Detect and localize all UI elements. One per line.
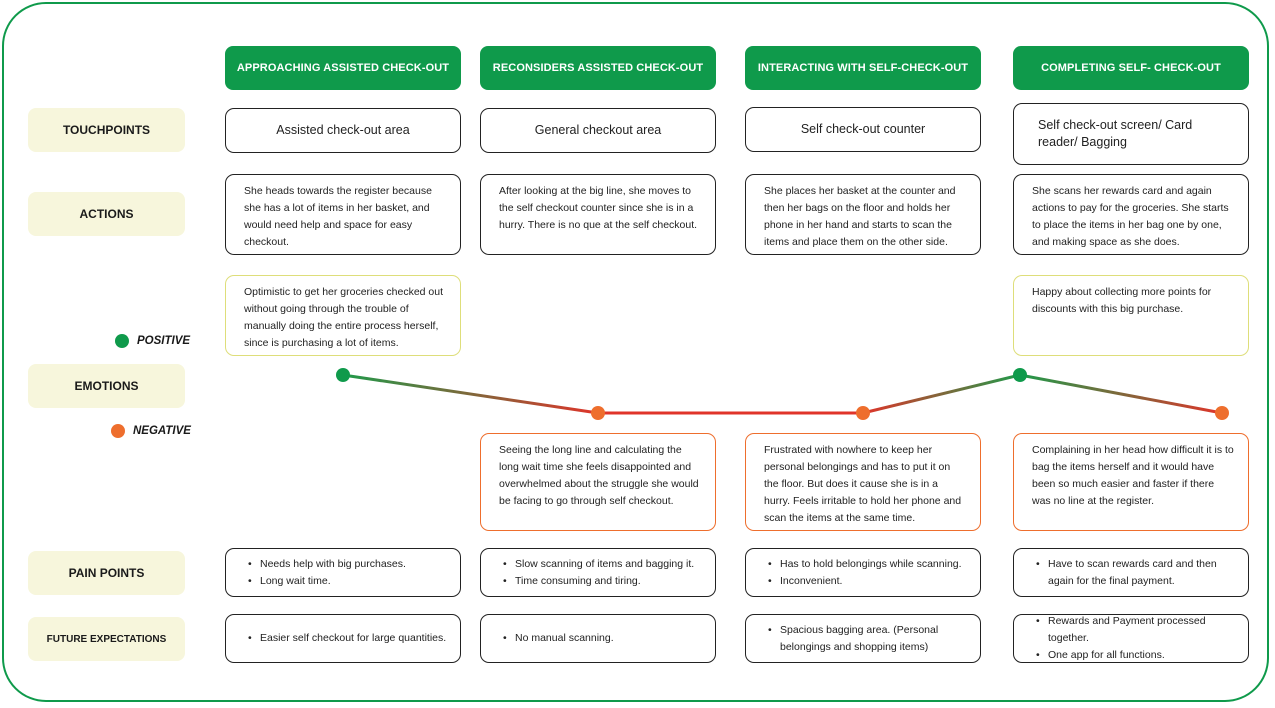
future-list-3: Spacious bagging area. (Personal belongi… <box>762 622 970 656</box>
emotion-negative-text-3: Frustrated with nowhere to keep her pers… <box>764 444 962 524</box>
touchpoint-card-4: Self check-out screen/ Card reader/ Bagg… <box>1013 103 1249 165</box>
pain-points-card-4: Have to scan rewards card and then again… <box>1013 548 1249 597</box>
action-card-2: After looking at the big line, she moves… <box>480 174 716 255</box>
action-text-3: She places her basket at the counter and… <box>764 185 956 248</box>
touchpoint-card-2: General checkout area <box>480 108 716 153</box>
emotion-positive-text-4: Happy about collecting more points for d… <box>1032 286 1212 315</box>
negative-dot-icon <box>111 424 125 438</box>
future-list-1: Easier self checkout for large quantitie… <box>242 630 446 647</box>
list-item: One app for all functions. <box>1036 647 1238 664</box>
emotion-negative-text-2: Seeing the long line and calculating the… <box>499 444 699 507</box>
emotion-curve-segment <box>342 373 599 415</box>
legend-positive-label: POSITIVE <box>137 335 191 347</box>
pain-points-card-1: Needs help with big purchases. Long wait… <box>225 548 461 597</box>
list-item: Has to hold belongings while scanning. <box>768 556 962 573</box>
row-label-touchpoints: TOUCHPOINTS <box>28 108 185 152</box>
stage-header-4: COMPLETING SELF- CHECK-OUT <box>1013 46 1249 90</box>
pain-points-list-2: Slow scanning of items and bagging it. T… <box>497 556 694 590</box>
list-item: Inconvenient. <box>768 573 962 590</box>
pain-points-list-3: Has to hold belongings while scanning. I… <box>762 556 962 590</box>
emotion-point-negative <box>591 406 605 420</box>
touchpoint-card-1: Assisted check-out area <box>225 108 461 153</box>
touchpoint-text-3: Self check-out counter <box>800 122 926 136</box>
row-label-pain-points: PAIN POINTS <box>28 551 185 595</box>
emotion-negative-card-2: Seeing the long line and calculating the… <box>480 433 716 531</box>
legend-negative-label: NEGATIVE <box>133 425 191 437</box>
stage-header-1: APPROACHING ASSISTED CHECK-OUT <box>225 46 461 90</box>
future-list-2: No manual scanning. <box>497 630 614 647</box>
future-card-4: Rewards and Payment processed together. … <box>1013 613 1249 664</box>
emotion-point-negative <box>856 406 870 420</box>
emotion-negative-card-3: Frustrated with nowhere to keep her pers… <box>745 433 981 531</box>
future-card-1: Easier self checkout for large quantitie… <box>225 614 461 663</box>
pain-points-card-2: Slow scanning of items and bagging it. T… <box>480 548 716 597</box>
emotion-curve-segment <box>862 373 1021 415</box>
touchpoint-text-1: Assisted check-out area <box>276 123 410 137</box>
row-label-actions: ACTIONS <box>28 192 185 236</box>
action-text-4: She scans her rewards card and again act… <box>1032 185 1229 248</box>
row-label-future-expectations: FUTURE EXPECTATIONS <box>28 617 185 661</box>
pain-points-card-3: Has to hold belongings while scanning. I… <box>745 548 981 597</box>
pain-points-list-4: Have to scan rewards card and then again… <box>1030 556 1238 590</box>
list-item: Time consuming and tiring. <box>503 573 694 590</box>
touchpoint-text-4: Self check-out screen/ Card reader/ Bagg… <box>1038 118 1193 149</box>
emotion-point-positive <box>1013 368 1027 382</box>
list-item: Easier self checkout for large quantitie… <box>248 630 446 647</box>
list-item: Long wait time. <box>248 573 406 590</box>
emotion-point-positive <box>336 368 350 382</box>
future-card-3: Spacious bagging area. (Personal belongi… <box>745 614 981 663</box>
stage-header-2: RECONSIDERS ASSISTED CHECK-OUT <box>480 46 716 90</box>
action-text-1: She heads towards the register because s… <box>244 185 432 248</box>
future-list-4: Rewards and Payment processed together. … <box>1030 613 1238 664</box>
touchpoint-text-2: General checkout area <box>534 123 662 137</box>
positive-dot-icon <box>115 334 129 348</box>
action-text-2: After looking at the big line, she moves… <box>499 185 698 231</box>
legend-negative: NEGATIVE <box>111 424 191 438</box>
emotion-positive-card-4: Happy about collecting more points for d… <box>1013 275 1249 356</box>
legend-positive: POSITIVE <box>115 334 190 348</box>
list-item: No manual scanning. <box>503 630 614 647</box>
stage-header-3: INTERACTING WITH SELF-CHECK-OUT <box>745 46 981 90</box>
list-item: Rewards and Payment processed together. <box>1036 613 1238 647</box>
emotion-negative-card-4: Complaining in her head how difficult it… <box>1013 433 1249 531</box>
emotion-positive-card-1: Optimistic to get her groceries checked … <box>225 275 461 356</box>
list-item: Have to scan rewards card and then again… <box>1036 556 1238 590</box>
list-item: Spacious bagging area. (Personal belongi… <box>768 622 970 656</box>
emotion-point-negative <box>1215 406 1229 420</box>
row-label-emotions: EMOTIONS <box>28 364 185 408</box>
pain-points-list-1: Needs help with big purchases. Long wait… <box>242 556 406 590</box>
list-item: Slow scanning of items and bagging it. <box>503 556 694 573</box>
emotion-negative-text-4: Complaining in her head how difficult it… <box>1032 444 1234 507</box>
action-card-3: She places her basket at the counter and… <box>745 174 981 255</box>
action-card-1: She heads towards the register because s… <box>225 174 461 255</box>
action-card-4: She scans her rewards card and again act… <box>1013 174 1249 255</box>
emotion-curve-segment <box>1019 373 1223 415</box>
list-item: Needs help with big purchases. <box>248 556 406 573</box>
touchpoint-card-3: Self check-out counter <box>745 107 981 152</box>
future-card-2: No manual scanning. <box>480 614 716 663</box>
emotion-positive-text-1: Optimistic to get her groceries checked … <box>244 286 444 349</box>
